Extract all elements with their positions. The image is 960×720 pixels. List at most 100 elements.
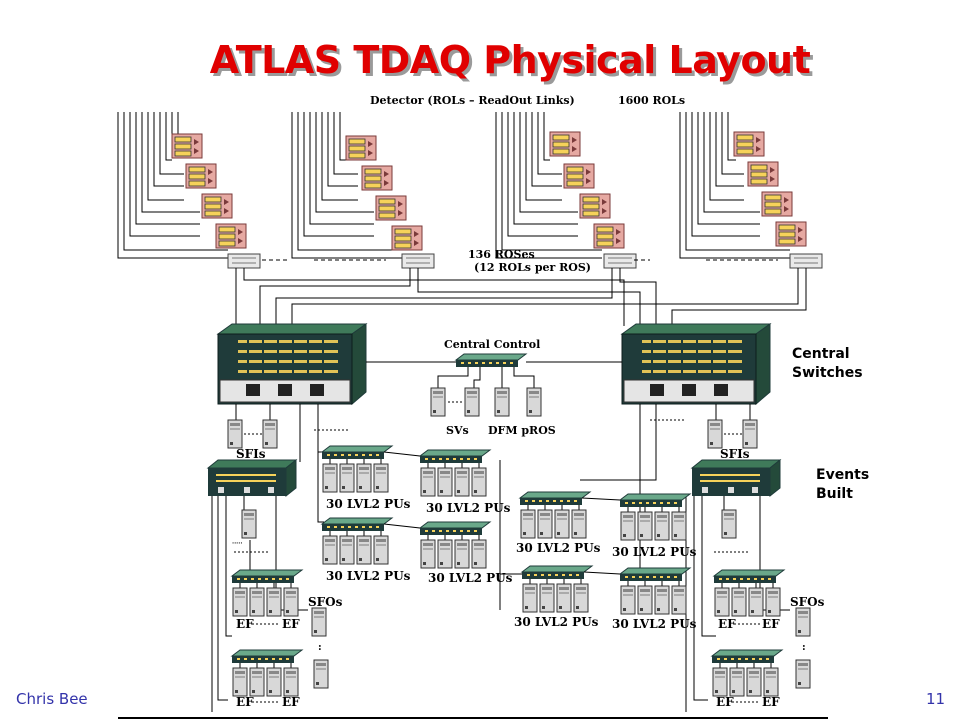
lvl2-label: 30 LVL2 PUs bbox=[428, 571, 513, 585]
ef-label: EF bbox=[762, 695, 780, 709]
ef-group-right-2 bbox=[712, 650, 782, 696]
svs-label: SVs bbox=[446, 424, 469, 437]
sfo-server-icon bbox=[313, 659, 329, 689]
ros-to-switch-links bbox=[235, 268, 807, 326]
ef-label: EF bbox=[718, 617, 736, 631]
ef-label: EF bbox=[236, 695, 254, 709]
detector-group-2 bbox=[291, 112, 402, 259]
ros-box-icon bbox=[789, 253, 823, 269]
sfo-server-icon bbox=[795, 607, 811, 637]
ef-label: EF bbox=[716, 695, 734, 709]
crate-icon bbox=[747, 161, 779, 187]
detector-group-3 bbox=[495, 112, 602, 259]
crate-icon bbox=[733, 131, 765, 157]
server-icon bbox=[464, 387, 480, 417]
central-control-pcs bbox=[430, 387, 542, 417]
ef-group-right-1 bbox=[714, 570, 784, 616]
central-switch-right bbox=[621, 323, 771, 405]
server-icon bbox=[721, 509, 737, 539]
lvl2-group bbox=[420, 522, 490, 568]
detector-group-4 bbox=[679, 112, 790, 259]
ef-group-left-1 bbox=[232, 570, 302, 616]
central-switches-line2: Switches bbox=[792, 365, 863, 381]
events-built-label: Events Built bbox=[816, 466, 869, 504]
ef-label: EF bbox=[762, 617, 780, 631]
ef-group-left-2 bbox=[232, 650, 302, 696]
lvl2-group bbox=[322, 518, 392, 564]
sfo-label-right: SFOs bbox=[790, 595, 825, 609]
ros-box-icon bbox=[401, 253, 435, 269]
lvl2-group bbox=[520, 492, 590, 538]
central-switch-left bbox=[217, 323, 367, 405]
sfi-switch-left bbox=[207, 459, 297, 497]
crate-icon bbox=[391, 225, 423, 251]
sfi-label-left: SFIs bbox=[236, 447, 266, 461]
lvl2-label: 30 LVL2 PUs bbox=[612, 617, 697, 631]
sfi-server-icon bbox=[227, 419, 243, 449]
svg-text::: : bbox=[318, 642, 322, 653]
central-control-links bbox=[366, 361, 622, 388]
ros-count-label: 136 ROSes bbox=[468, 248, 535, 261]
lvl2-label: 30 LVL2 PUs bbox=[326, 569, 411, 583]
detector-group-1 bbox=[117, 112, 228, 259]
events-built-line1: Events bbox=[816, 467, 870, 483]
crate-icon bbox=[593, 223, 625, 249]
sfi-server-icon bbox=[262, 419, 278, 449]
sfi-label-right: SFIs bbox=[720, 447, 750, 461]
crate-icon bbox=[201, 193, 233, 219]
ef-label: EF bbox=[236, 617, 254, 631]
lvl2-group bbox=[620, 494, 690, 540]
crate-icon bbox=[361, 165, 393, 191]
ef-label: EF bbox=[282, 617, 300, 631]
lvl2-left-links bbox=[383, 451, 421, 529]
server-icon bbox=[494, 387, 510, 417]
sfo-label-left: SFOs bbox=[308, 595, 343, 609]
lvl2-group bbox=[322, 446, 392, 492]
crate-icon bbox=[375, 195, 407, 221]
footer-page-number: 11 bbox=[926, 690, 946, 708]
central-control-label: Central Control bbox=[444, 338, 540, 351]
crate-icon bbox=[549, 131, 581, 157]
footer-author: Chris Bee bbox=[16, 690, 88, 708]
lvl2-group bbox=[522, 566, 592, 612]
lvl2-label: 30 LVL2 PUs bbox=[426, 501, 511, 515]
readout-crates bbox=[171, 131, 807, 251]
sfi-server-icon bbox=[742, 419, 758, 449]
detector-label: Detector (ROLs – ReadOut Links) bbox=[370, 94, 575, 107]
lvl2-group bbox=[420, 450, 490, 496]
crate-icon bbox=[579, 193, 611, 219]
dfm-pros-label: DFM pROS bbox=[488, 424, 556, 437]
ef-label: EF bbox=[282, 695, 300, 709]
rols-count-label: 1600 ROLs bbox=[618, 94, 685, 107]
small-note-left: ····· bbox=[232, 540, 242, 547]
lvl2-group bbox=[620, 568, 690, 614]
crate-icon bbox=[563, 163, 595, 189]
events-built-line2: Built bbox=[816, 486, 853, 502]
server-icon bbox=[526, 387, 542, 417]
central-switches-label: Central Switches bbox=[792, 345, 863, 383]
ros-rols-label: (12 ROLs per ROS) bbox=[474, 261, 591, 274]
lvl2-label: 30 LVL2 PUs bbox=[514, 615, 599, 629]
lvl2-label: 30 LVL2 PUs bbox=[516, 541, 601, 555]
central-switches-line1: Central bbox=[792, 346, 850, 362]
crate-icon bbox=[775, 221, 807, 247]
ros-box-icon bbox=[227, 253, 261, 269]
crate-icon bbox=[171, 133, 203, 159]
lvl2-label: 30 LVL2 PUs bbox=[612, 545, 697, 559]
server-icon bbox=[241, 509, 257, 539]
sfo-server-icon bbox=[311, 607, 327, 637]
central-control-switch bbox=[455, 353, 527, 368]
lvl2-right-links bbox=[500, 497, 621, 575]
svg-text::: : bbox=[802, 642, 806, 653]
lvl2-label: 30 LVL2 PUs bbox=[326, 497, 411, 511]
sfi-server-icon bbox=[707, 419, 723, 449]
sfi-switch-right bbox=[691, 459, 781, 497]
slide-title: ATLAS TDAQ Physical Layout bbox=[209, 38, 811, 82]
server-icon bbox=[430, 387, 446, 417]
ros-box-icon bbox=[603, 253, 637, 269]
crate-icon bbox=[345, 135, 377, 161]
sfo-server-icon bbox=[795, 659, 811, 689]
crate-icon bbox=[185, 163, 217, 189]
crate-icon bbox=[761, 191, 793, 217]
